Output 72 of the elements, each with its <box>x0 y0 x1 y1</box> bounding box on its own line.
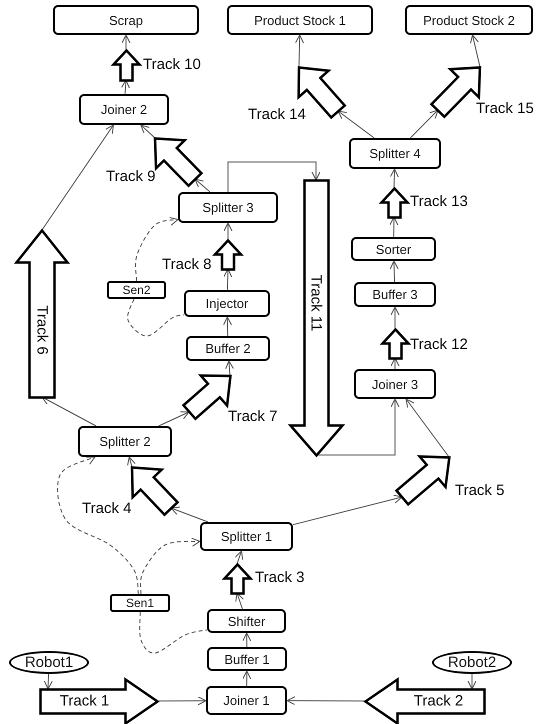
arrow <box>234 550 244 564</box>
arrow <box>410 110 438 138</box>
track-block: Track 1 <box>38 678 158 724</box>
arrow <box>389 216 398 238</box>
process-box: Splitter 4 <box>349 138 441 169</box>
process-box: Splitter 2 <box>78 426 172 457</box>
arrow <box>127 456 136 468</box>
dashed-connector <box>57 456 139 594</box>
process-box: Splitter 3 <box>178 192 278 223</box>
process-box: Joiner 2 <box>79 94 169 125</box>
arrow <box>170 506 209 522</box>
process-box: Splitter 1 <box>200 522 293 551</box>
sensor-box: Sen1 <box>110 594 170 612</box>
sensor-box: Sen2 <box>107 281 166 299</box>
arrow <box>156 696 206 706</box>
arrow <box>42 124 114 230</box>
arrow <box>223 268 232 290</box>
track-block: Track 2 <box>364 678 486 724</box>
process-box: Scrap <box>53 5 199 35</box>
arrow <box>316 398 400 456</box>
robot-ellipse: Robot2 <box>432 651 512 674</box>
track-block: Track 6 <box>15 228 69 398</box>
process-box: Joiner 1 <box>206 686 287 715</box>
track-block: Track 7 <box>182 374 285 426</box>
arrow <box>390 306 400 330</box>
process-box: Product Stock 2 <box>405 5 533 35</box>
track-block: Track 8 <box>162 238 242 274</box>
arrow <box>224 222 232 240</box>
arrow <box>235 592 244 610</box>
arrow <box>338 110 375 138</box>
process-box: Buffer 1 <box>207 647 287 671</box>
track-block: Track 10 <box>112 48 208 82</box>
arrow <box>140 124 156 138</box>
arrow <box>194 178 211 192</box>
dashed-connector <box>140 537 200 594</box>
arrow <box>295 34 304 68</box>
track-block: Track 14 <box>248 66 346 124</box>
arrow <box>120 80 130 94</box>
arrow <box>225 360 234 376</box>
arrow <box>242 632 252 648</box>
arrow <box>222 316 232 336</box>
process-box: Joiner 3 <box>354 369 436 399</box>
process-box: Buffer 3 <box>354 282 436 307</box>
track-block: Track 11 <box>288 178 344 456</box>
arrow <box>292 494 402 526</box>
arrow <box>468 674 476 690</box>
arrow <box>228 162 320 192</box>
dashed-connector <box>135 216 178 282</box>
arrow <box>42 396 97 426</box>
process-box: Injector <box>184 290 270 317</box>
arrow <box>286 696 366 706</box>
track-block: Track 4 <box>82 466 180 518</box>
arrow <box>390 168 399 188</box>
arrow <box>44 674 53 690</box>
arrow <box>470 34 480 68</box>
arrow <box>406 398 450 458</box>
track-block: Track 13 <box>380 186 474 218</box>
arrow <box>158 411 190 426</box>
track-block: Track 12 <box>380 328 474 360</box>
process-box: Product Stock 1 <box>227 5 373 35</box>
track-block: Track 15 <box>430 66 540 118</box>
dashed-connector <box>127 298 184 336</box>
track-block: Track 3 <box>222 562 312 594</box>
arrow <box>390 260 399 282</box>
dashed-connector <box>139 612 208 654</box>
process-box: Buffer 2 <box>186 336 270 361</box>
robot-ellipse: Robot1 <box>9 651 89 674</box>
arrow <box>242 670 252 686</box>
process-box: Shifter <box>207 609 286 633</box>
process-box: Sorter <box>351 237 436 261</box>
arrow <box>122 34 130 50</box>
track-block: Track 5 <box>394 454 512 506</box>
